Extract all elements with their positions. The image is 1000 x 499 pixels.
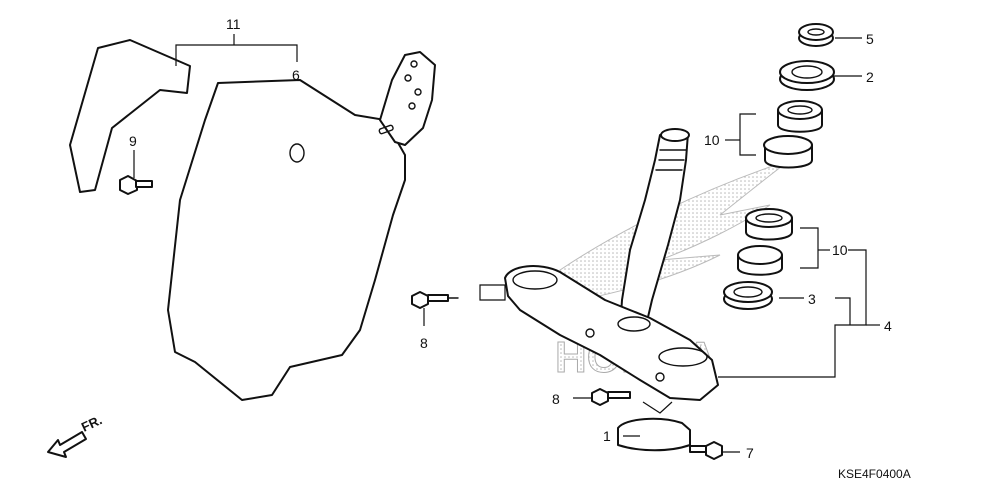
stem-nut-5-icon bbox=[798, 23, 834, 47]
callout-8-lower: 8 bbox=[552, 391, 560, 407]
figure-code: KSE4F0400A bbox=[838, 467, 911, 481]
bolt-8-lower-icon bbox=[591, 388, 631, 406]
callout-10-lower: 10 bbox=[832, 242, 848, 258]
callout-10-upper: 10 bbox=[704, 132, 720, 148]
callout-6: 6 bbox=[292, 67, 300, 83]
bolt-7-icon bbox=[689, 441, 723, 460]
steering-stem bbox=[504, 128, 719, 401]
bearing-10-upper-icon bbox=[763, 100, 823, 169]
dust-seal-2-icon bbox=[779, 60, 835, 91]
callout-labels: 11 6 9 8 8 1 7 5 2 10 10 3 4 bbox=[129, 16, 892, 461]
bearing-10-lower-icon bbox=[737, 208, 793, 276]
bolt-8-upper-icon bbox=[411, 291, 459, 309]
handlebar-clamp bbox=[617, 417, 691, 452]
side-number-plate bbox=[69, 39, 191, 193]
callout-7: 7 bbox=[746, 445, 754, 461]
front-marker-text: FR. bbox=[79, 412, 104, 434]
front-direction-arrow: FR. bbox=[47, 412, 104, 458]
callout-4: 4 bbox=[884, 318, 892, 334]
leader-lines bbox=[133, 34, 880, 453]
callout-1: 1 bbox=[603, 428, 611, 444]
bolt-9-icon bbox=[119, 175, 153, 195]
dust-seal-3-icon bbox=[723, 281, 773, 310]
callout-5: 5 bbox=[866, 31, 874, 47]
callout-11: 11 bbox=[226, 16, 241, 32]
callout-9: 9 bbox=[129, 133, 137, 149]
callout-8-upper: 8 bbox=[420, 335, 428, 351]
front-number-plate bbox=[167, 51, 436, 401]
callout-3: 3 bbox=[808, 291, 816, 307]
callout-2: 2 bbox=[866, 69, 874, 85]
